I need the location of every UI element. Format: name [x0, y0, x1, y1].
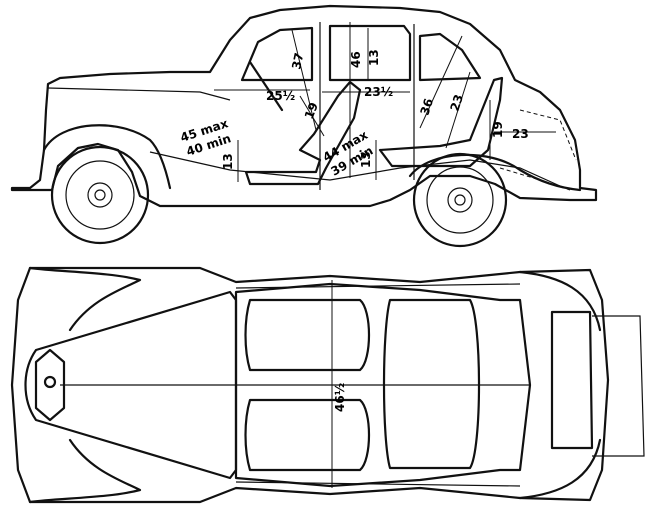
dim-36-line — [419, 35, 463, 129]
label-37: 37 — [289, 51, 306, 70]
dim-37-line — [291, 29, 317, 131]
dim-23-rear-line — [445, 71, 471, 149]
rear-bumper-box — [592, 315, 645, 457]
label-46: 46 — [349, 51, 363, 68]
mascot — [43, 375, 57, 389]
rear-window — [418, 32, 482, 82]
side-body-outline — [10, 4, 598, 208]
label-13-roof: 13 — [367, 49, 381, 66]
floor-line — [149, 151, 561, 187]
label-23-boot: 23 — [512, 127, 529, 141]
label-23-rear: 23 — [448, 93, 466, 113]
front-wheel — [50, 145, 150, 245]
front-fender — [42, 124, 172, 190]
front-fender-left — [28, 266, 142, 332]
label-46-plan: 46½ — [333, 383, 347, 412]
rear-wheel — [412, 152, 508, 248]
dim-19-front-line — [299, 95, 325, 137]
boot-outline — [499, 109, 577, 191]
label-19-front: 19 — [302, 100, 321, 121]
cabin-outline — [234, 282, 532, 488]
label-13-front: 13 — [221, 153, 235, 170]
label-36: 36 — [418, 97, 436, 117]
label-25: 25½ — [266, 89, 295, 103]
front-fender-right — [28, 438, 142, 504]
front-seat-left — [244, 298, 371, 372]
door-edge-bottom — [235, 481, 521, 487]
boot-lid — [550, 310, 594, 450]
steering-column — [248, 60, 284, 112]
rear-seat — [378, 76, 504, 168]
rear-fender-left — [518, 270, 602, 332]
label-13-rear: 13 — [359, 151, 373, 168]
side-view: 37 25½ 46 13 23½ 36 23 19 23 19 13 13 45… — [10, 4, 598, 248]
plan-view: 46½ — [10, 266, 645, 504]
grille-emblem — [34, 348, 66, 422]
door-edge-top — [235, 283, 521, 289]
centre-window — [328, 24, 412, 82]
front-seat-right — [244, 398, 371, 472]
label-19-boot: 19 — [491, 121, 505, 138]
rear-seat-plan — [382, 298, 481, 470]
windscreen-window — [240, 26, 314, 82]
plan-body-outline — [10, 266, 610, 504]
rear-fender-right — [518, 438, 602, 500]
bonnet-line — [47, 87, 231, 101]
label-23-cabin: 23½ — [364, 85, 393, 99]
